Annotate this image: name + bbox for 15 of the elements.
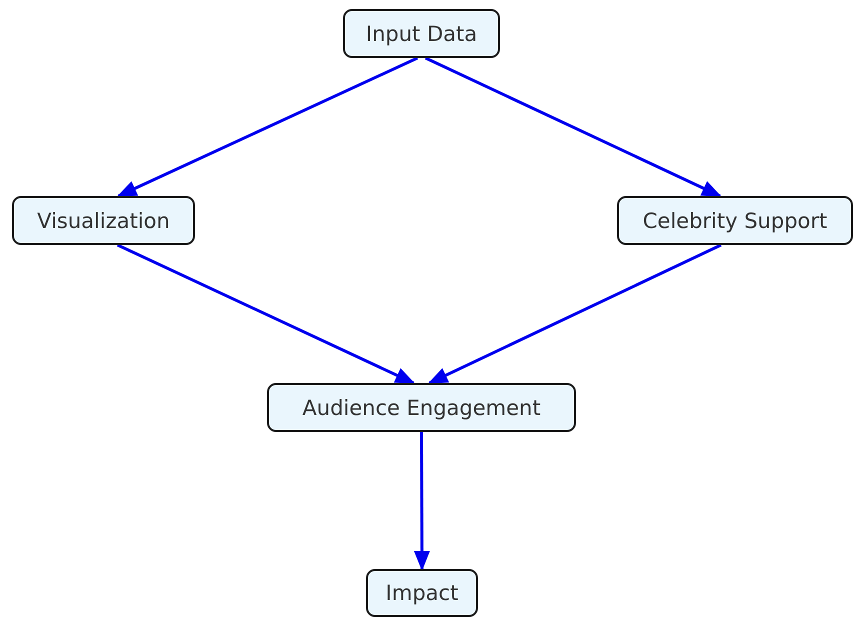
process-box bbox=[267, 383, 576, 432]
process-box bbox=[366, 569, 478, 617]
arrow bbox=[424, 56, 722, 198]
node-label: Input Data bbox=[366, 22, 478, 46]
arrow bbox=[428, 244, 722, 384]
node-label: Visualization bbox=[37, 208, 170, 232]
arrow bbox=[414, 432, 430, 571]
arrow bbox=[116, 244, 416, 384]
node-label: Impact bbox=[386, 581, 458, 605]
arrow bbox=[116, 56, 418, 198]
process-box bbox=[617, 196, 853, 245]
node-label: Celebrity Support bbox=[642, 208, 828, 232]
node-label: Audience Engagement bbox=[302, 396, 541, 420]
process-box bbox=[12, 196, 195, 245]
process-box bbox=[343, 9, 500, 58]
